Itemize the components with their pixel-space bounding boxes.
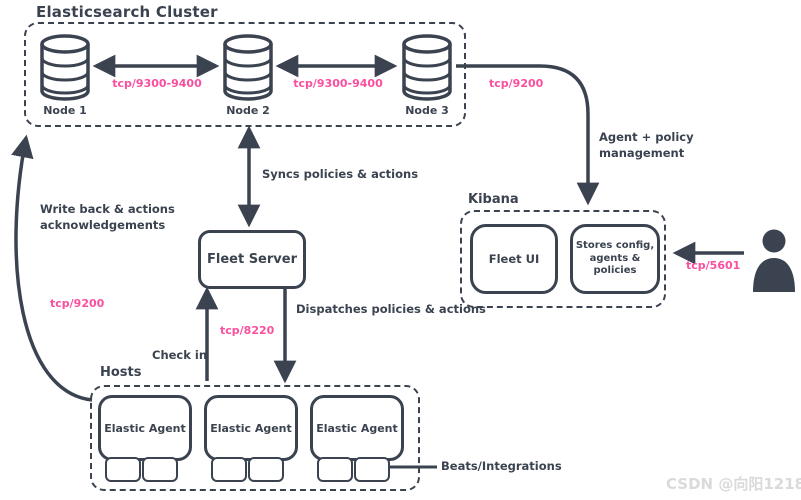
fleet-ui-box: Fleet UI xyxy=(470,224,558,294)
database-icon xyxy=(402,34,452,101)
stores-line3: policies xyxy=(593,265,637,277)
es-cluster-title: Elasticsearch Cluster xyxy=(36,3,218,21)
integration-box xyxy=(105,457,141,482)
port-node2-node3: tcp/9300-9400 xyxy=(293,77,383,90)
agent-policy-label-line1: Agent + policy xyxy=(599,130,694,144)
port-writeback: tcp/9200 xyxy=(50,297,105,310)
elastic-agent-label: Elastic Agent xyxy=(104,421,186,435)
writeback-label-line2: acknowledgements xyxy=(40,218,166,232)
stores-line1: Stores config, xyxy=(575,240,655,252)
integration-box xyxy=(211,457,247,482)
port-user-kibana: tcp/5601 xyxy=(686,259,741,272)
node3-label: Node 3 xyxy=(405,104,449,117)
hosts-label: Hosts xyxy=(100,365,142,380)
database-icon xyxy=(40,34,90,101)
port-checkin: tcp/8220 xyxy=(220,324,275,337)
checkin-label: Check in xyxy=(152,348,208,362)
arrow-es-to-kibana xyxy=(456,64,600,206)
stores-box: Stores config, agents & policies xyxy=(570,224,660,294)
integration-box xyxy=(317,457,353,482)
stores-line2: agents & xyxy=(589,252,641,264)
elastic-agent-box: Elastic Agent xyxy=(204,395,298,461)
node1-label: Node 1 xyxy=(43,104,87,117)
user-icon xyxy=(753,229,795,292)
elastic-agent-box: Elastic Agent xyxy=(98,395,192,461)
kibana-label: Kibana xyxy=(468,192,519,207)
elastic-agent-label: Elastic Agent xyxy=(316,421,398,435)
integration-box xyxy=(354,457,390,482)
fleet-server-box: Fleet Server xyxy=(198,230,306,289)
dispatch-label: Dispatches policies & actions xyxy=(296,302,486,316)
writeback-label-line1: Write back & actions xyxy=(40,202,175,216)
integration-box xyxy=(142,457,178,482)
elastic-agent-box: Elastic Agent xyxy=(310,395,404,461)
kibana-container xyxy=(460,210,666,308)
fleet-ui-label: Fleet UI xyxy=(488,252,540,266)
watermark: CSDN @向阳1218 xyxy=(666,475,801,493)
port-node1-node2: tcp/9300-9400 xyxy=(112,77,202,90)
fleet-server-label: Fleet Server xyxy=(206,252,297,267)
database-icon xyxy=(223,34,273,101)
elastic-agent-label: Elastic Agent xyxy=(210,421,292,435)
integration-box xyxy=(248,457,284,482)
node2-label: Node 2 xyxy=(226,104,270,117)
integrations-label: Beats/Integrations xyxy=(441,459,562,473)
hosts-container xyxy=(90,385,420,491)
arrow-writeback xyxy=(11,134,93,402)
port-es-kibana: tcp/9200 xyxy=(489,77,544,90)
syncs-label: Syncs policies & actions xyxy=(262,167,419,181)
agent-policy-label-line2: management xyxy=(599,146,685,160)
